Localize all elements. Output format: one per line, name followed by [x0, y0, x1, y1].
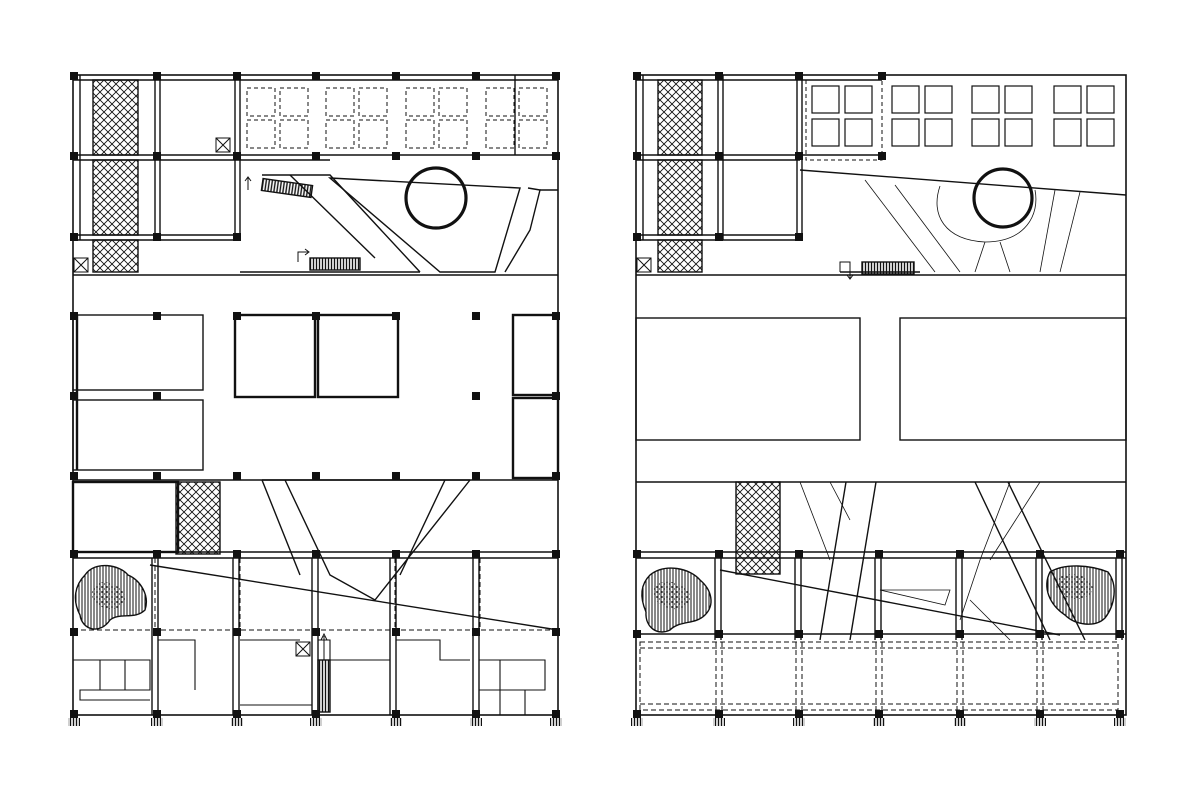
- arrow-icon: [839, 261, 854, 280]
- fine-paths: [864, 179, 1081, 273]
- bottom-rooms: [73, 639, 546, 715]
- structural-columns-left: [70, 72, 560, 718]
- room-right: [899, 317, 1127, 441]
- core-hatch-3: [657, 239, 703, 273]
- dashed-grid-lower: [639, 641, 1119, 711]
- dashed-frame: [805, 79, 883, 161]
- stair-2: [309, 257, 361, 271]
- top-ramps: [262, 174, 558, 273]
- core-hatch-3: [92, 239, 139, 273]
- planting-texture: [91, 582, 126, 610]
- structural-columns-right: [633, 72, 1124, 718]
- elevator-box-icon: [636, 257, 652, 273]
- stair-3: [317, 659, 331, 713]
- planting-texture: [653, 581, 691, 610]
- arrow-icon: [297, 248, 310, 262]
- core-hatch-2: [657, 159, 703, 236]
- stair-1: [861, 261, 915, 275]
- core-hatch-1: [657, 79, 703, 156]
- circular-atrium: [404, 166, 468, 230]
- foundation-footings: [68, 718, 1126, 726]
- core-hatch-4: [735, 481, 781, 575]
- planting-texture: [1055, 574, 1093, 600]
- circular-atrium: [972, 167, 1034, 229]
- window-squares: [811, 85, 1115, 147]
- core-hatch-2: [92, 159, 139, 236]
- plan-right: [635, 74, 1127, 716]
- room-left: [635, 317, 861, 441]
- middle-rooms: [72, 313, 560, 480]
- elevator-box-icon: [73, 137, 311, 657]
- lower-columns: [151, 558, 480, 715]
- arrow-icon: [244, 176, 252, 190]
- plan-left: [71, 74, 560, 716]
- stair-1: [260, 177, 314, 199]
- top-band: [636, 75, 1127, 276]
- core-hatch-1: [92, 79, 139, 156]
- core-hatch-4: [175, 481, 221, 555]
- dashed-windows: [246, 87, 548, 149]
- fine-diagonals: [799, 481, 1041, 641]
- arrow-icon: [320, 632, 328, 660]
